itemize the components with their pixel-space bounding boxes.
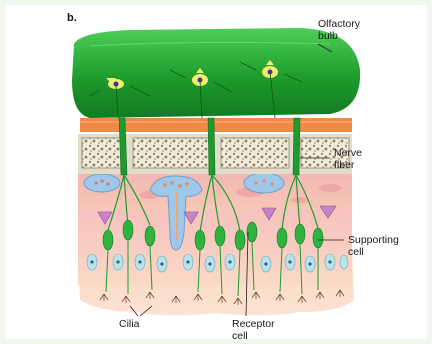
label-nerve-fiber-line1: Nerve	[334, 147, 362, 159]
label-receptor-cell-line2: cell	[232, 330, 275, 342]
bone-block-2	[133, 138, 209, 168]
olfactory-epithelium	[78, 205, 352, 285]
label-nerve-fiber-line2: fiber	[334, 159, 362, 171]
label-supporting-cell: Supporting cell	[348, 234, 399, 258]
label-nerve-fiber: Nerve fiber	[334, 147, 362, 171]
bone-block-3	[221, 138, 289, 168]
label-supporting-cell-line2: cell	[348, 246, 399, 258]
panel-letter: b.	[67, 12, 77, 24]
label-olfactory-bulb: Olfactory bulb	[318, 18, 360, 42]
gland-left	[84, 174, 120, 192]
label-olfactory-bulb-line2: bulb	[318, 30, 360, 42]
label-supporting-cell-line1: Supporting	[348, 234, 399, 246]
label-receptor-cell-line1: Receptor	[232, 318, 275, 330]
label-receptor-cell: Receptor cell	[232, 318, 275, 342]
olfactory-bulb	[72, 28, 360, 118]
label-olfactory-bulb-line1: Olfactory	[318, 18, 360, 30]
gland-right	[244, 173, 284, 193]
label-cilia: Cilia	[119, 318, 139, 330]
bone-block-1	[82, 138, 122, 168]
